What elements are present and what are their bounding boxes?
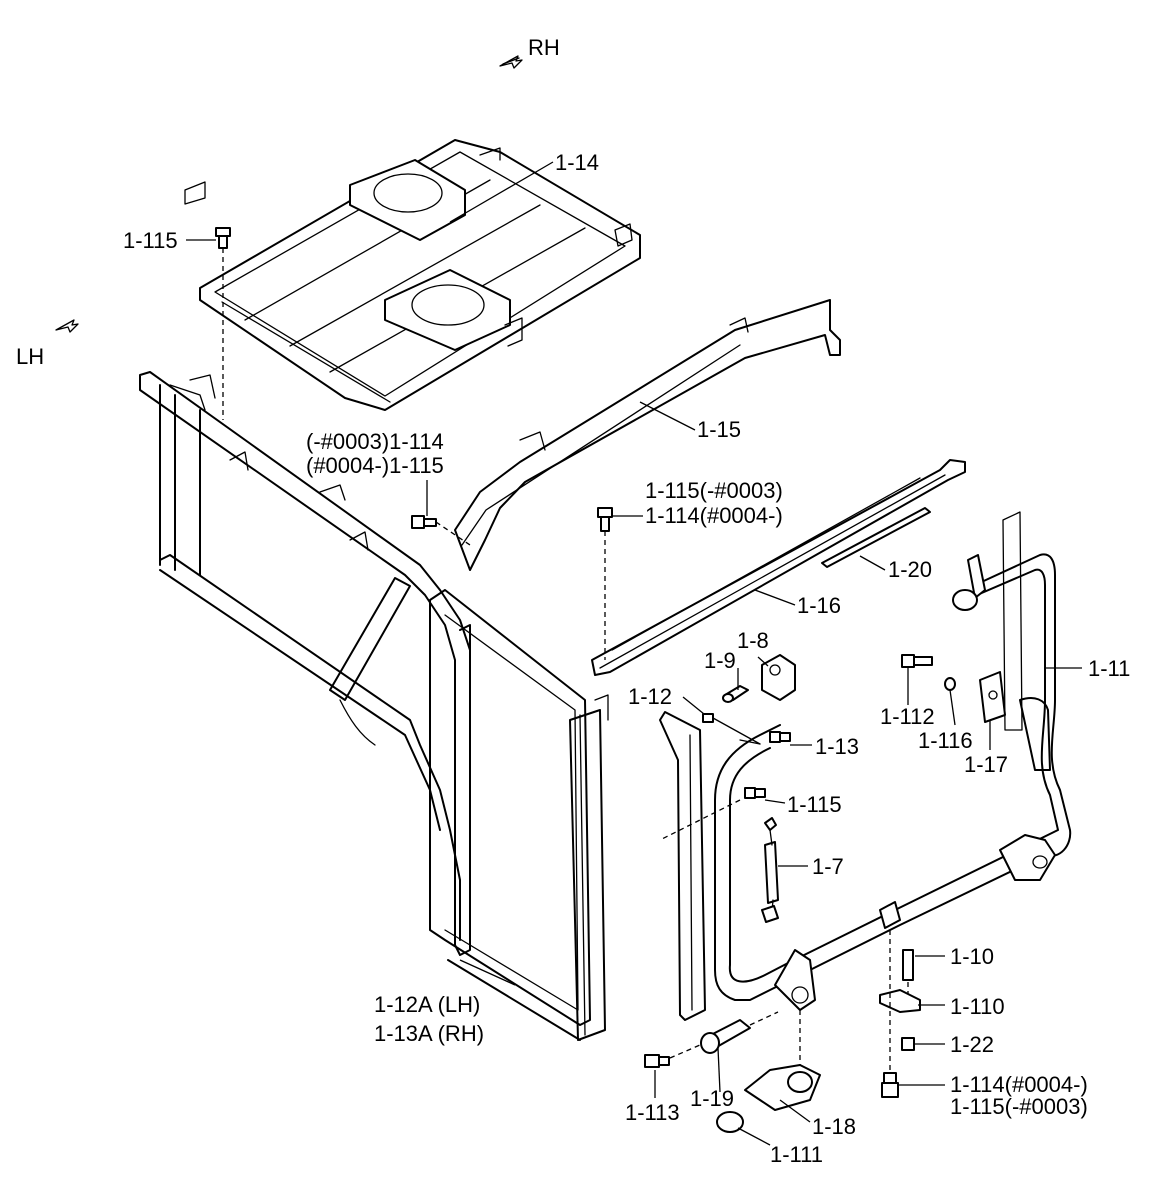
callout-1-15: 1-15 [697, 417, 741, 442]
callout-1-12: 1-12 [628, 684, 672, 709]
callout-1-19: 1-19 [690, 1086, 734, 1111]
callout-1-115-top: 1-115 [123, 228, 178, 253]
part-1-9-pin [722, 685, 749, 703]
part-1-16-cross-member [591, 459, 966, 676]
part-1-20-bar [821, 507, 931, 568]
part-1-12a-side-panel [429, 589, 609, 1041]
callout-1-9: 1-9 [704, 648, 736, 673]
part-1-14-top-frame [184, 139, 641, 411]
callout-1-114-bottom-line2: 1-115(-#0003) [950, 1094, 1088, 1119]
callout-1-13a: 1-13A (RH) [374, 1021, 484, 1046]
callout-1-7: 1-7 [812, 854, 844, 879]
callout-1-115-middle: 1-115 [787, 792, 842, 817]
lh-label: LH [16, 344, 44, 369]
part-1-19-pin [700, 1019, 751, 1054]
callout-1-11: 1-11 [1088, 656, 1130, 681]
lh-direction-arrow-icon [55, 319, 79, 333]
rh-label: RH [528, 35, 560, 60]
callout-1-116: 1-116 [918, 728, 973, 753]
leader-lines [186, 161, 1082, 1146]
callout-1-14: 1-14 [555, 150, 599, 175]
part-1-12-bracket [659, 711, 706, 1021]
callout-1-12a: 1-12A (LH) [374, 992, 480, 1017]
callout-1-22: 1-22 [950, 1032, 994, 1057]
part-1-110-plate [879, 989, 921, 1013]
part-1-17-bracket [979, 671, 1006, 723]
callout-1-115-center-line1: 1-115(-#0003) [645, 478, 783, 503]
callout-1-16: 1-16 [797, 593, 841, 618]
bolt-1-112 [901, 654, 933, 668]
part-1-10-pin [902, 949, 914, 981]
bolt-1-115-top [215, 227, 231, 249]
callout-1-114-left-line1: (-#0003)1-114 [306, 429, 444, 454]
callout-1-113: 1-113 [625, 1100, 680, 1125]
callout-1-114-left-line2: (#0004-)1-115 [306, 453, 444, 478]
bolt-1-113 [644, 1054, 670, 1068]
part-1-15-cross-member [454, 299, 841, 571]
callout-1-18: 1-18 [812, 1114, 856, 1139]
callout-1-8: 1-8 [737, 628, 769, 653]
callout-1-112: 1-112 [880, 704, 935, 729]
part-1-18-bracket [744, 1064, 821, 1111]
callout-1-20: 1-20 [888, 557, 932, 582]
bolt-1-115-center [597, 507, 613, 532]
callout-1-114-bottom-line1: 1-114(#0004-) [950, 1072, 1088, 1097]
callout-1-17: 1-17 [964, 752, 1008, 777]
washer-1-116 [944, 677, 956, 691]
bolt-1-13 [769, 731, 791, 743]
bolt-1-115-middle [744, 787, 766, 799]
part-1-22-nut [901, 1037, 915, 1051]
part-1-7-gas-spring [761, 817, 779, 923]
callout-1-111: 1-111 [770, 1142, 823, 1167]
part-1-111-bush [716, 1111, 744, 1133]
callout-1-10: 1-10 [950, 944, 994, 969]
callout-1-13: 1-13 [815, 734, 859, 759]
part-1-11-tube-frame [714, 511, 1072, 1011]
rh-direction-arrow-icon [499, 55, 523, 69]
bolt-1-114-bottom [881, 1072, 899, 1098]
part-1-8-bracket [761, 654, 796, 701]
bolt-1-12 [702, 713, 714, 723]
bolt-1-114-left [411, 515, 437, 529]
callout-1-115-center-line2: 1-114(#0004-) [645, 503, 783, 528]
part-lh-tube-frame [139, 371, 471, 956]
callout-1-110: 1-110 [950, 994, 1005, 1019]
